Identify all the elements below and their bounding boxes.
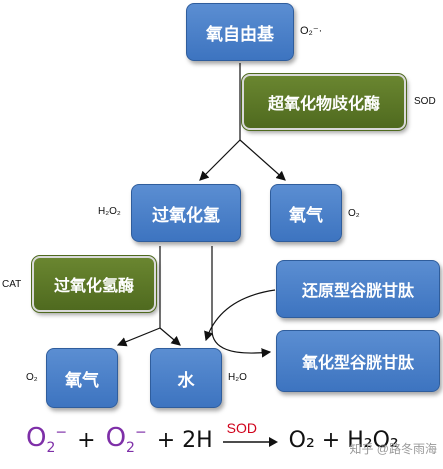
node-oxygen-bottom-label: 氧气 [65, 370, 99, 391]
node-oxidized-glutathione-label: 氧化型谷胱甘肽 [301, 353, 414, 372]
node-oxygen-bottom: 氧气 [46, 348, 118, 408]
node-oxidized-glutathione: 氧化型谷胱甘肽 [276, 330, 440, 392]
node-water-label: 水 [177, 370, 195, 391]
h2o-formula: H₂O [228, 372, 247, 383]
superoxide-term-2: O2− [105, 423, 147, 457]
o2-formula-bottom: O₂ [26, 372, 38, 383]
cat-abbr: CAT [2, 279, 22, 290]
reaction-arrow: SOD [222, 420, 279, 458]
node-water: 水 [150, 348, 222, 408]
node-sod-label: 超氧化物歧化酶 [267, 94, 380, 113]
superoxide-term-1: O2− [26, 423, 68, 457]
products-term: O₂ + H₂O₂ [288, 427, 399, 453]
node-oxygen-top-label: 氧气 [289, 205, 323, 226]
arrow-to-water-left [159, 327, 181, 346]
plus-sign: + [77, 427, 96, 453]
arrow-to-oxygen-bottom [116, 327, 161, 347]
o2-formula-top: O₂ [348, 208, 360, 219]
node-hydrogen-peroxide-label: 过氧化氢 [152, 205, 220, 226]
sod-abbr: SOD [414, 96, 436, 107]
catalyst-label: SOD [226, 420, 257, 436]
node-hydrogen-peroxide: 过氧化氢 [131, 184, 241, 242]
node-oxygen-top: 氧气 [270, 184, 342, 242]
watermark: 知乎 @路冬雨海 [349, 442, 437, 456]
arrow-to-oxygen-top [239, 139, 286, 181]
node-sod-enzyme: 超氧化物歧化酶 [241, 73, 407, 131]
reaction-equation: O2− + O2− + 2H SOD O₂ + H₂O₂ [26, 420, 399, 460]
reaction-arrow-icon [222, 437, 278, 447]
arrow-to-oxidized-glutathione [211, 246, 272, 358]
node-reduced-glutathione-label: 还原型谷胱甘肽 [301, 281, 414, 300]
superoxide-formula: O₂⁻· [300, 25, 323, 37]
h2o2-formula: H₂O₂ [98, 206, 121, 217]
arrow-to-water-from-glutathione [204, 289, 276, 342]
node-catalase-enzyme: 过氧化氢酶 [31, 255, 157, 313]
node-superoxide-radical-label: 氧自由基 [206, 24, 274, 45]
arrow-to-h2o2 [199, 139, 241, 181]
node-reduced-glutathione: 还原型谷胱甘肽 [276, 260, 440, 318]
node-superoxide-radical: 氧自由基 [186, 3, 294, 61]
plus-2h-term: + 2H [156, 427, 213, 453]
node-catalase-label: 过氧化氢酶 [53, 276, 134, 295]
